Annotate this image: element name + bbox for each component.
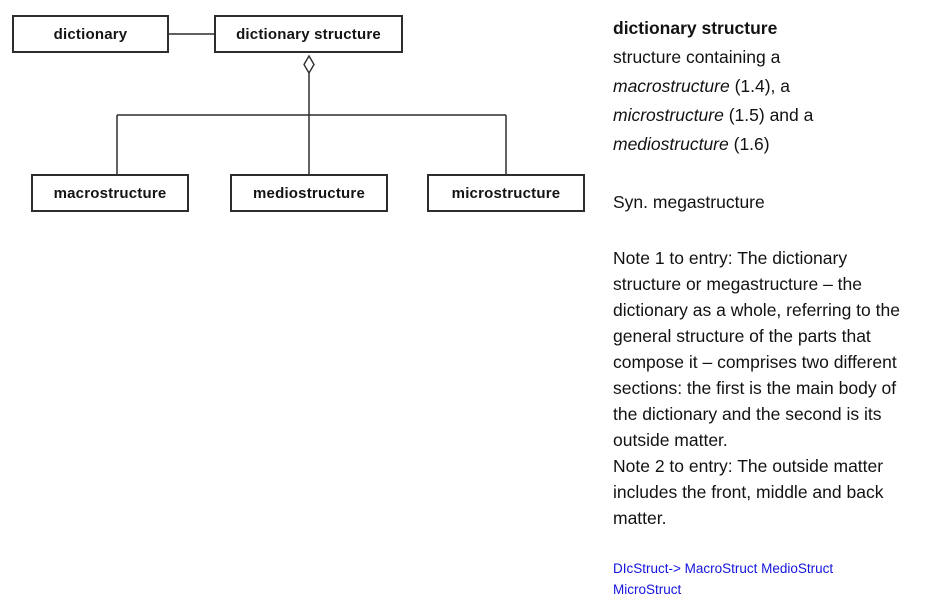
note-line: dictionary as a whole, referring to the — [613, 300, 900, 320]
term-ref-macrostructure: macrostructure — [613, 76, 730, 96]
node-macrostructure-label: macrostructure — [53, 184, 167, 202]
definition-line-rest: (1.5) and a — [723, 105, 814, 125]
node-mediostructure: mediostructure — [230, 174, 388, 212]
node-dictionary-label: dictionary — [53, 25, 128, 43]
node-dictionary: dictionary — [12, 15, 169, 53]
link-line[interactable]: MicroStruct — [613, 582, 682, 597]
note-line: matter. — [613, 508, 667, 528]
note-line: includes the front, middle and back — [613, 482, 884, 502]
synonym-line: Syn. megastructure — [613, 192, 765, 212]
term-ref-mediostructure: mediostructure — [613, 134, 729, 154]
note-line: Note 2 to entry: The outside matter — [613, 456, 884, 476]
node-microstructure: microstructure — [427, 174, 585, 212]
concept-diagram: dictionary dictionary structure macrostr… — [0, 0, 620, 240]
definition-block: dictionary structure structure containin… — [613, 14, 946, 159]
note-line: compose it – comprises two different — [613, 352, 897, 372]
term-ref-microstructure: microstructure — [613, 105, 724, 125]
node-macrostructure: macrostructure — [31, 174, 189, 212]
link-line[interactable]: DIcStruct-> MacroStruct MedioStruct — [613, 561, 834, 576]
connector-lines — [116, 33, 507, 174]
aggregation-diamond-icon — [303, 54, 315, 75]
node-dictionary-structure-label: dictionary structure — [236, 25, 381, 43]
definition-line-rest: (1.4), a — [729, 76, 791, 96]
node-microstructure-label: microstructure — [451, 184, 561, 202]
definition-line: macrostructure (1.4), a — [613, 72, 946, 101]
note-line: sections: the first is the main body of — [613, 378, 897, 398]
node-dictionary-structure: dictionary structure — [214, 15, 403, 53]
definition-line: structure containing a — [613, 47, 781, 67]
definition-line: mediostructure (1.6) — [613, 130, 946, 159]
term-title: dictionary structure — [613, 18, 778, 38]
note-line: structure or megastructure – the — [613, 274, 862, 294]
node-mediostructure-label: mediostructure — [253, 184, 365, 202]
blank-line — [613, 159, 946, 188]
related-structs-link[interactable]: DIcStruct-> MacroStruct MedioStruct Micr… — [613, 558, 946, 600]
definition-line: microstructure (1.5) and a — [613, 101, 946, 130]
definition-panel: dictionary structure structure containin… — [613, 14, 946, 600]
note-line: Note 1 to entry: The dictionary — [613, 248, 848, 268]
note-line: outside matter. — [613, 430, 728, 450]
notes-block: Note 1 to entry: The dictionary structur… — [613, 245, 946, 531]
note-line: general structure of the parts that — [613, 326, 871, 346]
note-line: the dictionary and the second is its — [613, 404, 882, 424]
definition-line-rest: (1.6) — [728, 134, 770, 154]
